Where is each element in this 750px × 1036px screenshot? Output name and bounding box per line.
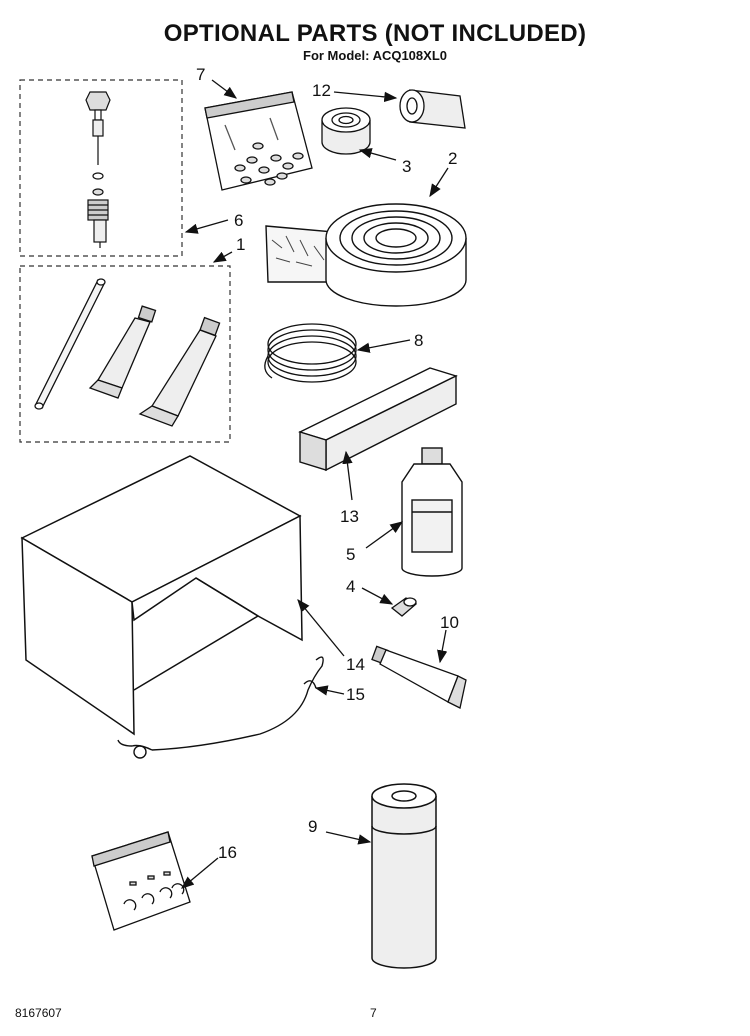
leader-lines — [181, 79, 449, 889]
part-7-bag — [204, 91, 313, 191]
document-number: 8167607 — [15, 1006, 62, 1020]
callout-4: 4 — [346, 577, 355, 596]
part-10-tube — [371, 645, 467, 709]
part-5-bottle — [401, 447, 463, 577]
part-1-group — [19, 265, 231, 443]
part-8-coil — [264, 323, 357, 383]
part-9-can — [371, 783, 437, 969]
model-subtitle: For Model: ACQ108XL0 — [303, 48, 447, 63]
callout-16: 16 — [218, 843, 237, 862]
callout-14: 14 — [346, 655, 365, 674]
callout-1: 1 — [236, 235, 245, 254]
part-12-tape — [399, 89, 466, 129]
callout-12: 12 — [312, 81, 331, 100]
callout-7: 7 — [196, 65, 205, 84]
callout-3: 3 — [402, 157, 411, 176]
part-14-cover — [20, 455, 303, 736]
callout-6: 6 — [234, 211, 243, 230]
callout-10: 10 — [440, 613, 459, 632]
callout-2: 2 — [448, 149, 457, 168]
part-16-bag — [91, 831, 191, 931]
part-3-roll — [321, 107, 371, 155]
callout-9: 9 — [308, 817, 317, 836]
part-2-insulation-roll — [265, 203, 467, 307]
part-15-cord — [117, 656, 324, 759]
callout-8: 8 — [414, 331, 423, 350]
callout-15: 15 — [346, 685, 365, 704]
part-6-group — [19, 79, 183, 257]
page-title: OPTIONAL PARTS (NOT INCLUDED) — [163, 20, 587, 47]
page-number: 7 — [370, 1006, 377, 1020]
part-13-foam-block — [298, 367, 458, 472]
part-4-cap — [390, 597, 418, 617]
callout-5: 5 — [346, 545, 355, 564]
callout-13: 13 — [340, 507, 359, 526]
